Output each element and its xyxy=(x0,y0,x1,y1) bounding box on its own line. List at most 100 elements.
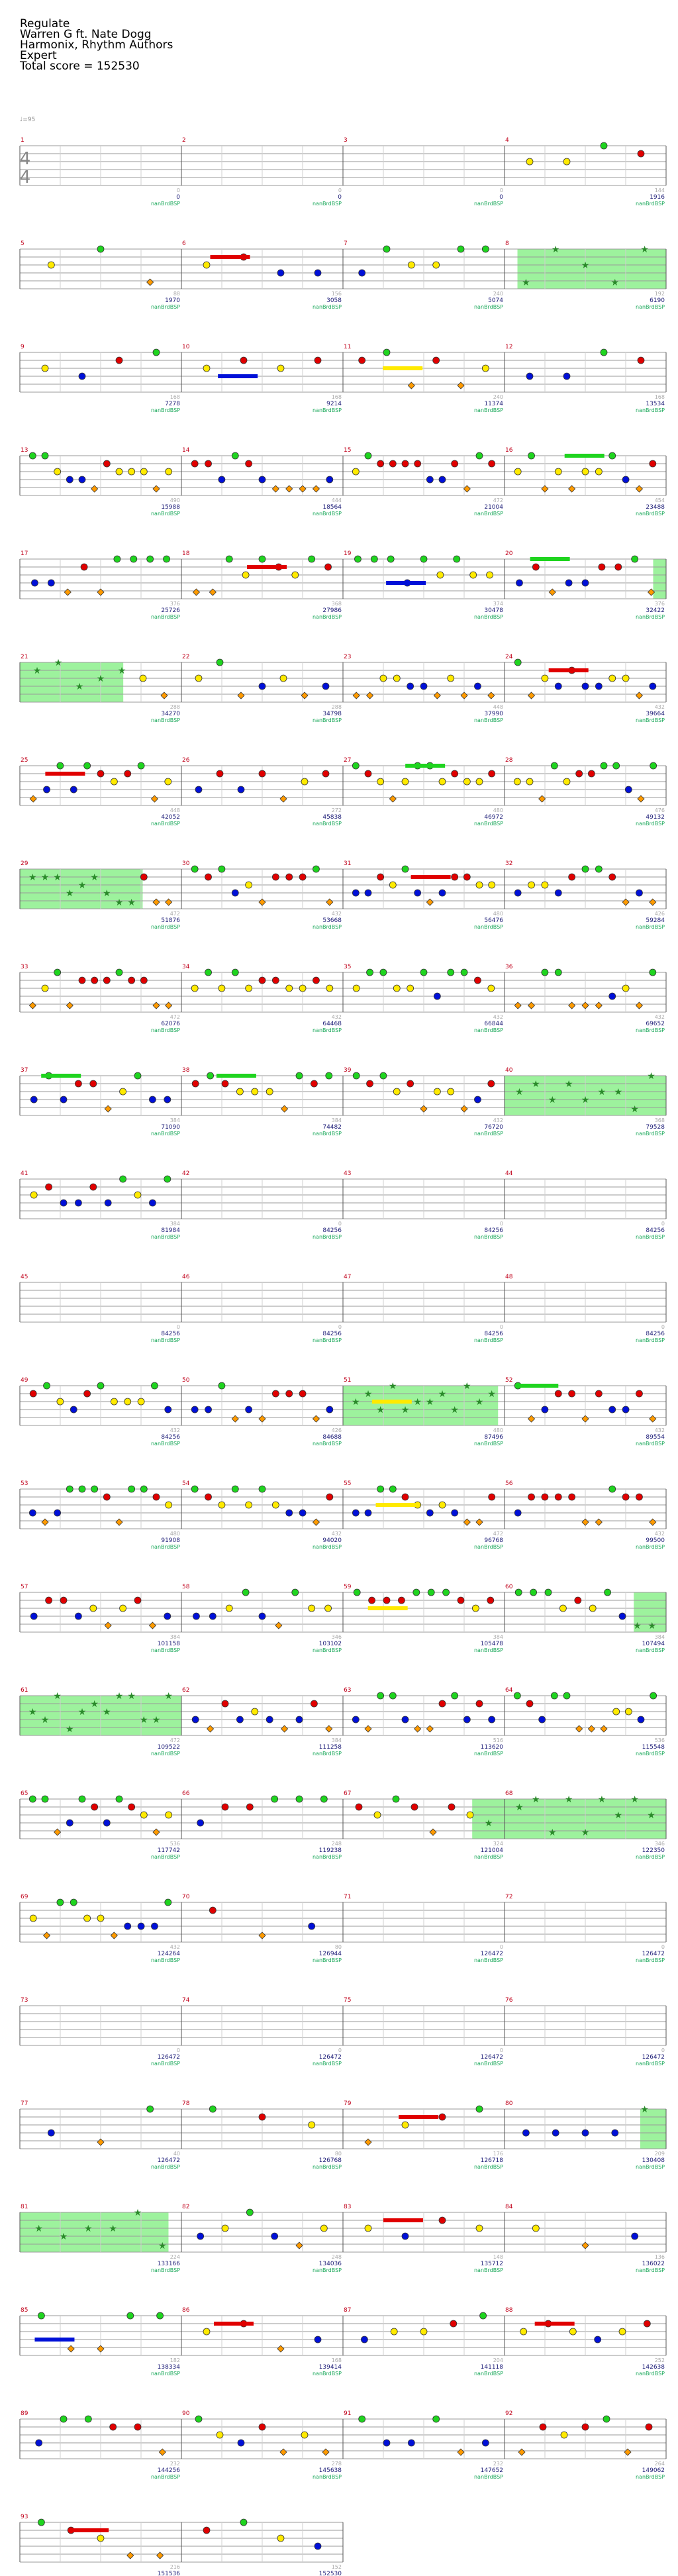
blue-note xyxy=(358,269,366,277)
green-note xyxy=(207,1072,215,1080)
song-artist: Warren G ft. Nate Dogg xyxy=(20,28,152,41)
measure-number: 15 xyxy=(344,447,351,454)
red-note xyxy=(438,2113,446,2121)
measure-number: 16 xyxy=(505,447,513,454)
green-note xyxy=(581,865,589,873)
green-note xyxy=(242,1588,250,1596)
sustain-bar xyxy=(367,1606,408,1610)
measure-score: 126472 xyxy=(481,1951,503,1957)
section-label: nanBrdBSP xyxy=(150,1957,180,1963)
measure-score: 53668 xyxy=(322,917,342,924)
measure-score: 126472 xyxy=(158,2157,180,2164)
sustain-bar xyxy=(518,1384,559,1388)
orange-note xyxy=(514,1002,522,1009)
blue-note xyxy=(481,2439,489,2447)
red-note xyxy=(487,1596,495,1604)
blue-note xyxy=(326,1406,334,1414)
measure-number: 5 xyxy=(21,240,24,247)
orange-note xyxy=(231,1415,239,1423)
star-note: ★ xyxy=(140,1715,148,1726)
measure-score: 115548 xyxy=(642,1744,665,1751)
orange-note xyxy=(277,2345,285,2353)
measure-note-count: 278 xyxy=(332,2461,342,2467)
measure-score: 134036 xyxy=(319,2261,342,2267)
green-note xyxy=(231,1485,239,1493)
red-note xyxy=(152,1493,160,1501)
star-note: ★ xyxy=(515,1802,524,1813)
red-note xyxy=(128,1803,136,1811)
measure-score: 15988 xyxy=(161,504,180,511)
measure-score: 84256 xyxy=(646,1331,665,1337)
green-note xyxy=(389,1692,397,1700)
measure-score: 109522 xyxy=(158,1744,180,1751)
blue-note xyxy=(426,1509,434,1517)
section-label: nanBrdBSP xyxy=(311,717,342,723)
red-note xyxy=(457,1596,465,1604)
measure-number: 66 xyxy=(182,1790,190,1797)
star-note: ★ xyxy=(152,1715,161,1726)
green-note xyxy=(600,142,608,150)
star-note: ★ xyxy=(158,2241,167,2251)
blue-note xyxy=(103,1819,111,1827)
yellow-note xyxy=(97,1914,105,1922)
red-note xyxy=(358,356,366,364)
green-note xyxy=(195,2415,203,2423)
blue-note xyxy=(631,2232,639,2240)
measure-note-count: 0 xyxy=(500,1944,503,1950)
green-note xyxy=(366,968,373,976)
blue-note xyxy=(361,2336,368,2344)
yellow-note xyxy=(373,1811,381,1819)
measure-score: 39664 xyxy=(646,711,665,717)
orange-note xyxy=(420,1105,428,1113)
measure-number: 62 xyxy=(182,1687,189,1694)
red-note xyxy=(451,460,459,468)
orange-note xyxy=(568,1002,576,1009)
red-note xyxy=(637,356,645,364)
measure-score: 84256 xyxy=(484,1227,503,1234)
star-note: ★ xyxy=(522,278,530,288)
blue-note xyxy=(565,579,573,587)
section-label: nanBrdBSP xyxy=(311,304,342,310)
red-note xyxy=(595,1390,603,1398)
measure-number: 47 xyxy=(344,1274,351,1280)
yellow-note xyxy=(326,984,334,992)
yellow-note xyxy=(407,261,415,269)
measure-number: 11 xyxy=(344,344,351,350)
measure-score: 6190 xyxy=(650,297,665,304)
star-note: ★ xyxy=(647,1071,655,1082)
yellow-note xyxy=(432,261,440,269)
green-note xyxy=(420,555,428,563)
green-note xyxy=(377,1692,385,1700)
measure-score: 122350 xyxy=(642,1847,665,1854)
measure-number: 67 xyxy=(344,1790,351,1797)
blue-note xyxy=(205,1406,212,1414)
section-label: nanBrdBSP xyxy=(634,2061,665,2067)
green-note xyxy=(231,968,239,976)
star-power-zone xyxy=(472,1799,666,1839)
orange-note xyxy=(97,2138,105,2146)
blue-note xyxy=(164,1612,171,1620)
yellow-note xyxy=(203,2328,211,2336)
yellow-note xyxy=(469,571,477,579)
star-note: ★ xyxy=(598,1794,606,1805)
yellow-note xyxy=(622,674,630,682)
orange-note xyxy=(595,1002,603,1009)
star-note: ★ xyxy=(34,2224,43,2234)
measure-number: 2 xyxy=(182,137,186,144)
yellow-note xyxy=(390,2328,398,2336)
sustain-bar xyxy=(34,2338,75,2342)
green-note xyxy=(379,1072,387,1080)
orange-note xyxy=(91,485,99,493)
measure-note-count: 148 xyxy=(493,2254,503,2260)
yellow-note xyxy=(29,1914,37,1922)
section-label: nanBrdBSP xyxy=(311,2371,342,2377)
measure-note-count: 384 xyxy=(493,1634,503,1640)
green-note xyxy=(126,2312,134,2320)
blue-note xyxy=(383,2439,391,2447)
red-note xyxy=(528,1493,535,1501)
red-note xyxy=(109,2423,117,2431)
measure-number: 21 xyxy=(21,654,28,660)
measure-note-count: 0 xyxy=(500,187,503,193)
red-note xyxy=(326,1493,334,1501)
